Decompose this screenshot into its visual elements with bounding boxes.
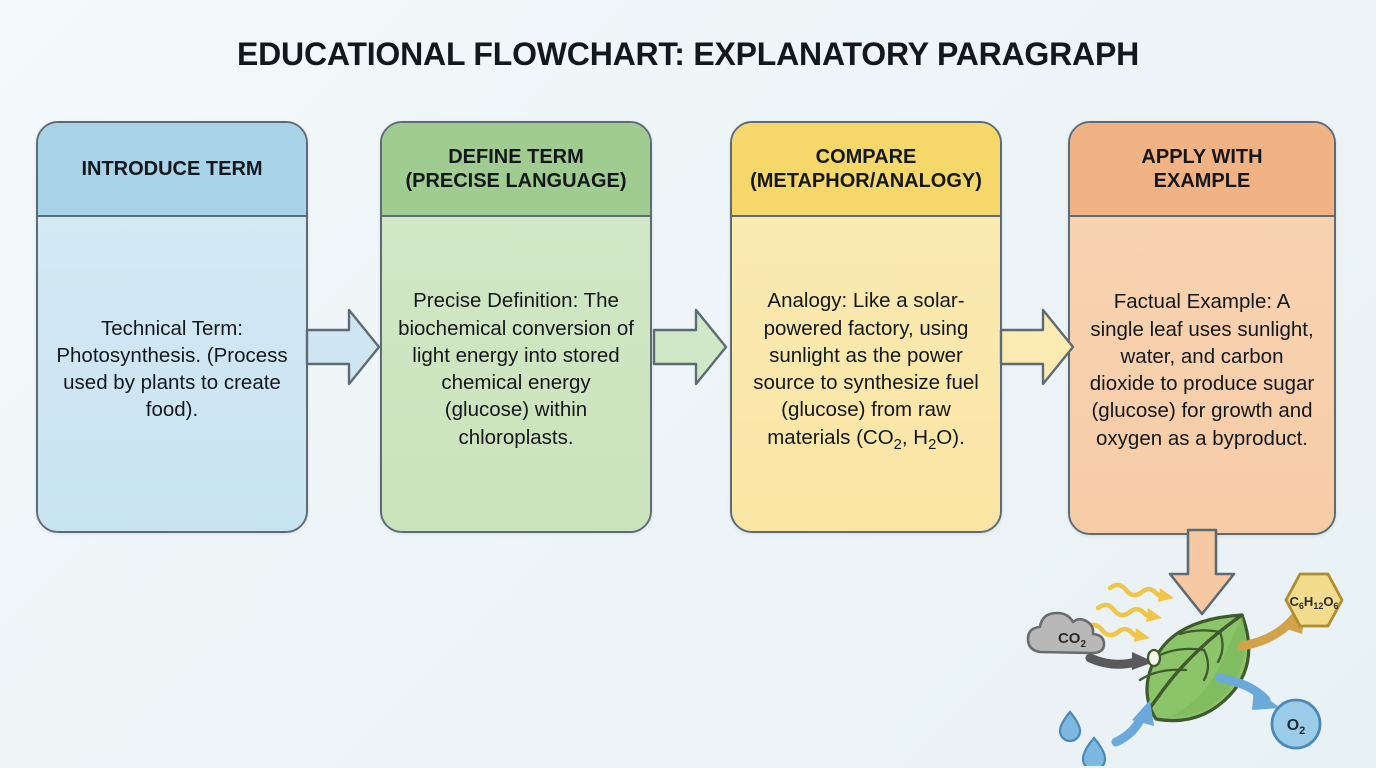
flow-step-body-compare: Analogy: Like a solar-powered factory, u… bbox=[732, 217, 1000, 531]
flow-step-define-term[interactable]: DEFINE TERM (PRECISE LANGUAGE) Precise D… bbox=[380, 121, 652, 533]
body-text: Factual Example: A single leaf uses sunl… bbox=[1089, 290, 1315, 450]
flow-step-apply-with-example[interactable]: APPLY WITH EXAMPLE Factual Example: A si… bbox=[1068, 121, 1336, 535]
flow-step-header-define-term: DEFINE TERM (PRECISE LANGUAGE) bbox=[382, 123, 650, 217]
co2-subscript: 2 bbox=[893, 436, 902, 453]
co2-arrowhead-icon bbox=[1132, 652, 1154, 670]
oxygen-circle-icon: O2 bbox=[1270, 698, 1322, 750]
body-text-mid: , H bbox=[901, 425, 929, 449]
connector-arrow-2-icon bbox=[652, 308, 728, 386]
flow-step-header-introduce-term: INTRODUCE TERM bbox=[38, 123, 306, 217]
body-text-suffix: O). bbox=[936, 425, 965, 449]
connector-arrow-3-icon bbox=[999, 308, 1075, 386]
glucose-output-arrow-icon bbox=[1237, 613, 1299, 651]
sunlight-arrowheads-icon bbox=[1134, 588, 1174, 642]
flow-step-header-apply-with-example: APPLY WITH EXAMPLE bbox=[1070, 123, 1334, 217]
header-line-2: (PRECISE LANGUAGE) bbox=[405, 170, 627, 192]
header-line-2: EXAMPLE bbox=[1153, 170, 1251, 192]
header-line-2: (METAPHOR/ANALOGY) bbox=[750, 170, 982, 192]
header-line-1: APPLY WITH bbox=[1141, 145, 1263, 168]
water-droplets-icon bbox=[1058, 710, 1107, 766]
header-line-1: DEFINE TERM bbox=[448, 145, 584, 168]
oxygen-arrowhead-icon bbox=[1252, 688, 1280, 710]
leaf-icon bbox=[1136, 613, 1251, 725]
photosynthesis-illustration: CO2 C6H12O6 bbox=[1026, 572, 1344, 766]
body-text-prefix: Analogy: Like a solar-powered factory, u… bbox=[753, 289, 979, 449]
page-title: EDUCATIONAL FLOWCHART: EXPLANATORY PARAG… bbox=[236, 36, 1139, 72]
flow-step-header-compare: COMPARE (METAPHOR/ANALOGY) bbox=[732, 123, 1000, 217]
h2o-subscript: 2 bbox=[928, 436, 937, 453]
connector-arrow-1-icon bbox=[305, 308, 381, 386]
body-text: Precise Definition: The biochemical conv… bbox=[398, 289, 634, 449]
body-text: Analogy: Like a solar-powered factory, u… bbox=[748, 287, 984, 453]
stoma-icon bbox=[1146, 648, 1162, 668]
water-arrowhead-icon bbox=[1132, 700, 1154, 726]
flow-step-body-apply-with-example: Factual Example: A single leaf uses sunl… bbox=[1070, 217, 1334, 533]
co2-cloud-icon: CO2 bbox=[1026, 611, 1106, 655]
glucose-hexagon-icon: C6H12O6 bbox=[1284, 572, 1344, 628]
sunlight-rays-icon bbox=[1083, 582, 1161, 638]
header-line-1: INTRODUCE TERM bbox=[81, 157, 263, 180]
down-arrow-icon bbox=[1168, 528, 1236, 616]
co2-intake-arrow-icon bbox=[1085, 653, 1141, 669]
flow-step-body-introduce-term: Technical Term: Photosynthesis. (Process… bbox=[38, 217, 306, 531]
co2-label: CO2 bbox=[1058, 630, 1087, 650]
flow-step-introduce-term[interactable]: INTRODUCE TERM Technical Term: Photosynt… bbox=[36, 121, 308, 533]
flow-step-compare[interactable]: COMPARE (METAPHOR/ANALOGY) Analogy: Like… bbox=[730, 121, 1002, 533]
header-line-1: COMPARE bbox=[815, 145, 917, 168]
body-text: Technical Term: Photosynthesis. (Process… bbox=[56, 316, 288, 422]
flow-step-body-define-term: Precise Definition: The biochemical conv… bbox=[382, 217, 650, 531]
